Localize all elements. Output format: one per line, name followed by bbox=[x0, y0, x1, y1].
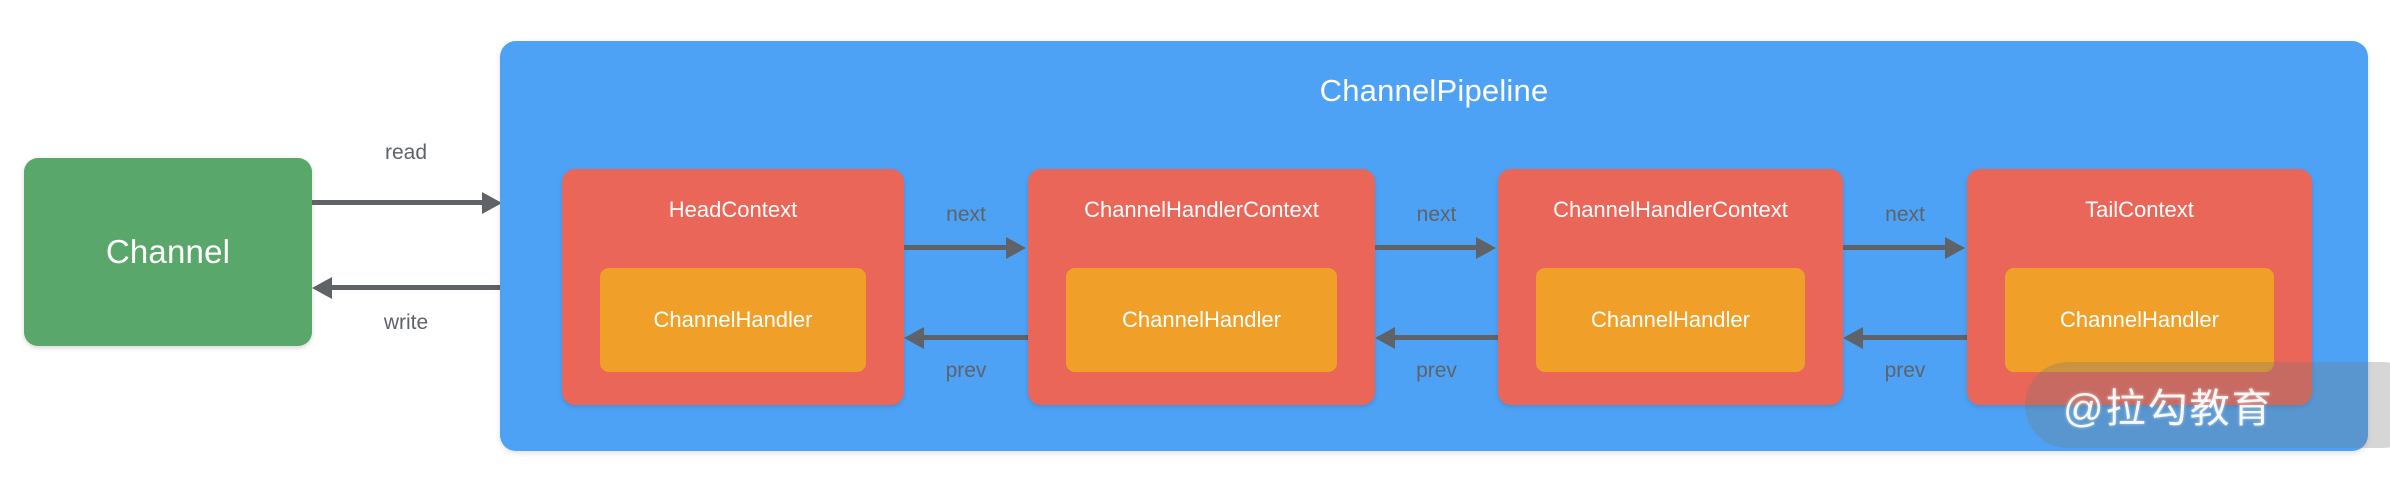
prev-arrow-line-1 bbox=[924, 335, 1028, 340]
write-arrow-line bbox=[332, 285, 500, 290]
channel-handler-node: ChannelHandler bbox=[1066, 268, 1337, 372]
next-arrow-line-1 bbox=[904, 245, 1008, 250]
next-arrow-head-icon-3 bbox=[1945, 237, 1965, 259]
pipeline-title: ChannelPipeline bbox=[1319, 73, 1549, 108]
read-arrow-line bbox=[312, 200, 484, 205]
next-label-2: next bbox=[1416, 203, 1457, 226]
channel-handler-label: ChannelHandler bbox=[1122, 307, 1281, 332]
prev-arrow-line-3 bbox=[1863, 335, 1967, 340]
next-label-3: next bbox=[1885, 203, 1925, 226]
write-arrow-label: write bbox=[383, 311, 429, 334]
channel-node: Channel bbox=[24, 158, 312, 346]
watermark-badge: @拉勾教育 bbox=[2025, 362, 2390, 448]
read-arrow-head-icon bbox=[482, 192, 502, 214]
next-arrow-line-3 bbox=[1843, 245, 1947, 250]
read-arrow-label: read bbox=[384, 141, 428, 164]
channel-handler-label: ChannelHandler bbox=[2060, 307, 2219, 332]
channel-label: Channel bbox=[105, 233, 231, 270]
write-arrow-head-icon bbox=[312, 277, 332, 299]
prev-label-2: prev bbox=[1416, 359, 1457, 382]
context-title: ChannelHandlerContext bbox=[1084, 197, 1319, 222]
next-label-1: next bbox=[946, 203, 986, 226]
context-node-3: ChannelHandlerContext ChannelHandler bbox=[1498, 169, 1843, 405]
prev-label-3: prev bbox=[1884, 359, 1926, 382]
prev-arrow-head-icon-2 bbox=[1375, 327, 1395, 349]
next-arrow-head-icon-1 bbox=[1006, 237, 1026, 259]
channel-handler-label: ChannelHandler bbox=[1591, 307, 1750, 332]
context-node-head: HeadContext ChannelHandler bbox=[562, 169, 904, 405]
context-node-2: ChannelHandlerContext ChannelHandler bbox=[1028, 169, 1375, 405]
channel-handler-node: ChannelHandler bbox=[2005, 268, 2274, 372]
prev-arrow-head-icon-3 bbox=[1843, 327, 1863, 349]
next-arrow-head-icon-2 bbox=[1476, 237, 1496, 259]
context-title: HeadContext bbox=[668, 197, 798, 222]
prev-arrow-head-icon-1 bbox=[904, 327, 924, 349]
prev-arrow-line-2 bbox=[1395, 335, 1498, 340]
channel-handler-node: ChannelHandler bbox=[1536, 268, 1805, 372]
next-arrow-line-2 bbox=[1375, 245, 1478, 250]
watermark-text: @拉勾教育 bbox=[2063, 387, 2274, 431]
prev-label-1: prev bbox=[945, 359, 987, 382]
context-node-tail: TailContext ChannelHandler bbox=[1967, 169, 2312, 405]
context-title: ChannelHandlerContext bbox=[1553, 197, 1788, 222]
channel-handler-node: ChannelHandler bbox=[600, 268, 866, 372]
context-title: TailContext bbox=[2085, 197, 2194, 222]
channel-handler-label: ChannelHandler bbox=[653, 307, 813, 332]
channel-pipeline-node: ChannelPipeline HeadContext ChannelHandl… bbox=[500, 41, 2368, 451]
